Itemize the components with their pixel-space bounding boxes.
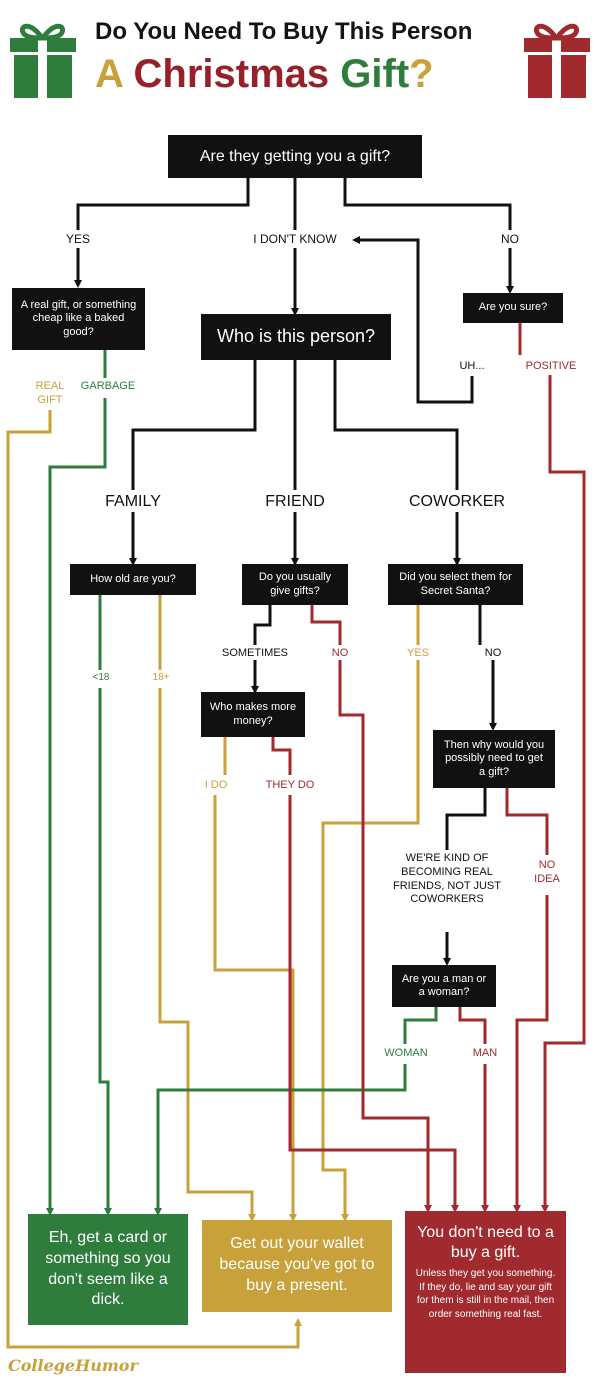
label-yes: YES (65, 232, 90, 246)
label-garbage: GARBAGE (80, 380, 136, 392)
title-word-christmas: Christmas (133, 52, 330, 96)
title-word-a: A (95, 52, 123, 96)
question-real-gift: A real gift, or something cheap like a b… (12, 288, 145, 350)
label-they-do: THEY DO (265, 779, 315, 791)
question-usually-give: Do you usually give gifts? (242, 564, 348, 605)
label-no: NO (501, 232, 519, 246)
label-friend: FRIEND (265, 493, 325, 510)
title-question-mark: ? (409, 52, 434, 96)
label-friend-no: NO (331, 647, 349, 659)
title-word-gift: Gift (340, 52, 410, 96)
gift-icon (10, 23, 76, 98)
question-are-you-sure: Are you sure? (463, 293, 563, 323)
label-no-idea: NO IDEA (534, 859, 560, 885)
label-positive: POSITIVE (525, 360, 577, 372)
title-line-1: Do You Need To Buy This Person (95, 18, 473, 45)
label-dont-know: I DON'T KNOW (253, 232, 337, 246)
label-18-plus: 18+ (152, 672, 170, 683)
result-no-need: You don't need to a buy a gift. Unless t… (405, 1211, 566, 1373)
result-no-need-heading: You don't need to a buy a gift. (417, 1224, 554, 1261)
gift-icon (524, 23, 590, 98)
label-becoming-friends: WE'RE KIND OF BECOMING REAL FRIENDS, NOT… (393, 852, 501, 906)
title-line-2: A Christmas Gift? (95, 52, 515, 97)
question-how-old: How old are you? (70, 564, 196, 595)
collegehumor-logo: CollegeHumor (8, 1356, 138, 1375)
question-secret-santa: Did you select them for Secret Santa? (388, 564, 523, 605)
question-who-is-this: Who is this person? (201, 314, 391, 360)
result-no-need-body: Unless they get you something. If they d… (415, 1268, 556, 1320)
label-family: FAMILY (105, 493, 161, 510)
label-under-18: <18 (92, 672, 110, 683)
label-i-do: I DO (204, 779, 228, 791)
label-sometimes: SOMETIMES (221, 647, 288, 659)
result-get-a-card: Eh, get a card or something so you don't… (28, 1214, 188, 1325)
question-man-or-woman: Are you a man or a woman? (392, 965, 496, 1007)
label-man: MAN (472, 1047, 498, 1059)
label-santa-yes: YES (406, 647, 429, 659)
label-santa-no: NO (484, 647, 502, 659)
question-getting-gift: Are they getting you a gift? (168, 135, 422, 178)
result-buy-a-present: Get out your wallet because you've got t… (202, 1220, 392, 1312)
label-uh: UH... (459, 360, 485, 372)
label-real-gift: REAL GIFT (35, 380, 65, 406)
question-more-money: Who makes more money? (201, 692, 305, 737)
question-why-need: Then why would you possibly need to get … (433, 730, 555, 788)
label-coworker: COWORKER (409, 493, 505, 510)
label-woman: WOMAN (384, 1047, 428, 1059)
